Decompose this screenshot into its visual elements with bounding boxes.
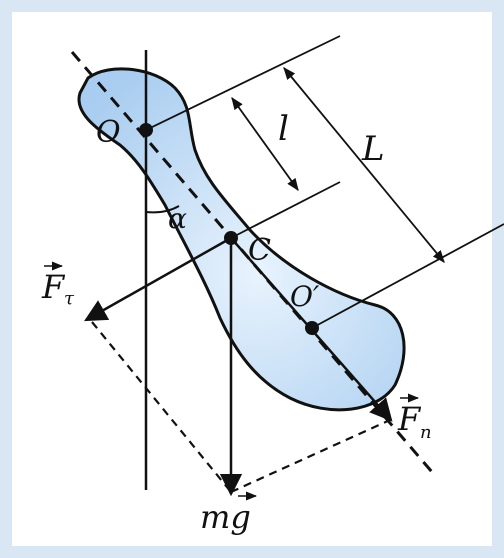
tangential-force-arrow <box>84 236 232 322</box>
svg-text:n: n <box>420 422 432 443</box>
svg-text:τ: τ <box>64 288 75 309</box>
dimension-L-arrow <box>283 67 445 263</box>
svg-text:F: F <box>41 268 66 306</box>
pendulum-body <box>77 67 406 412</box>
center-of-mass-C <box>224 231 238 245</box>
dashed-component-n <box>230 418 391 494</box>
label-F-tau: F τ <box>41 261 75 309</box>
dashed-component-tau <box>91 321 232 493</box>
label-mg: mg <box>200 491 258 536</box>
pivot-point-O <box>139 123 153 137</box>
label-alpha: α <box>168 202 187 235</box>
extension-line-O <box>145 35 341 131</box>
label-O: O <box>96 115 121 150</box>
label-L: L <box>361 129 385 169</box>
extension-line-O-prime <box>311 223 504 329</box>
extension-line-C <box>230 181 341 239</box>
label-l: l <box>278 109 289 149</box>
point-O-prime <box>305 321 319 335</box>
svg-text:mg: mg <box>200 498 251 536</box>
svg-text:F: F <box>397 400 422 438</box>
label-C: C <box>248 233 271 268</box>
label-F-n: F n <box>397 393 432 443</box>
angle-arc <box>145 205 180 214</box>
label-O-prime: O′ <box>290 280 320 313</box>
